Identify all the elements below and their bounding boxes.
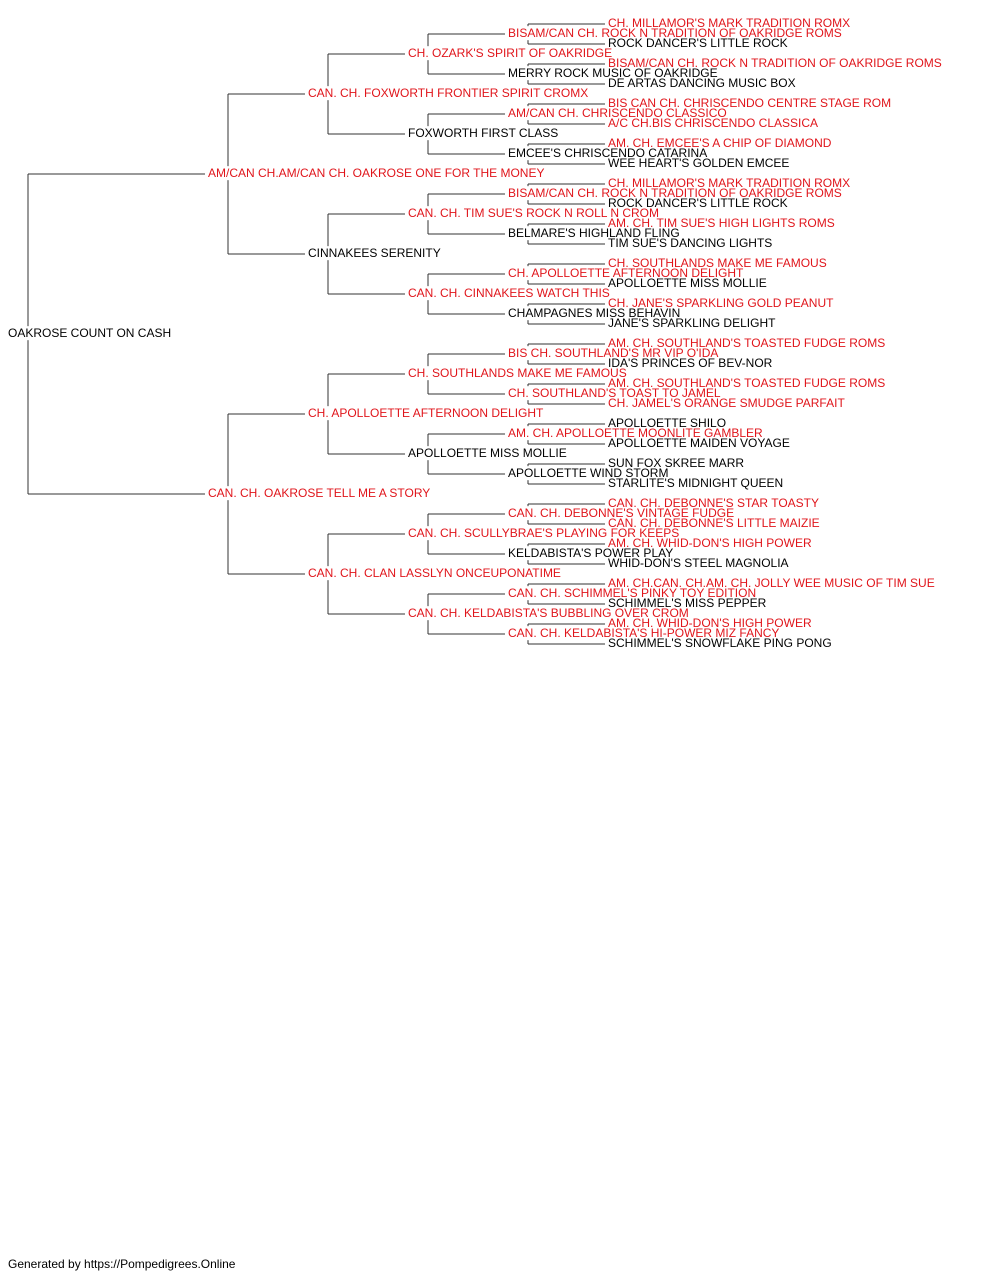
ancestor-gen4-sire: CH. APOLLOETTE AFTERNOON DELIGHT (508, 266, 744, 280)
label-backdrop (407, 446, 568, 461)
ancestor-gen1-sire: AM/CAN CH.AM/CAN CH. OAKROSE ONE FOR THE… (208, 166, 544, 180)
label-backdrop (407, 206, 660, 221)
ancestor-gen4-dam: APOLLOETTE WIND STORM (508, 466, 668, 480)
label-backdrop (207, 166, 546, 181)
ancestor-gen5-dam: DE ARTAS DANCING MUSIC BOX (608, 76, 796, 90)
ancestor-gen4-dam: CAN. CH. KELDABISTA'S HI-POWER MIZ FANCY (508, 626, 779, 640)
ancestor-gen3-sire: CAN. CH. TIM SUE'S ROCK N ROLL N CROM (408, 206, 659, 220)
ancestor-gen4-sire: AM/CAN CH. CHRISCENDO CLASSICO (508, 106, 727, 120)
ancestor-gen5-sire: AM. CH. TIM SUE'S HIGH LIGHTS ROMS (608, 216, 835, 230)
ancestor-gen4-dam: MERRY ROCK MUSIC OF OAKRIDGE (508, 66, 718, 80)
ancestor-gen3-dam: CAN. CH. CINNAKEES WATCH THIS (408, 286, 610, 300)
ancestor-gen5-sire: CH. MILLAMOR'S MARK TRADITION ROMX (608, 176, 850, 190)
ancestor-gen5-dam: IDA'S PRINCES OF BEV-NOR (608, 356, 773, 370)
ancestor-gen5-dam: STARLITE'S MIDNIGHT QUEEN (608, 476, 783, 490)
ancestor-gen4-sire: AM. CH. APOLLOETTE MOONLITE GAMBLER (508, 426, 763, 440)
label-backdrop (407, 366, 628, 381)
label-backdrop (507, 306, 682, 321)
label-backdrop (507, 186, 843, 201)
ancestor-gen5-dam: APOLLOETTE MISS MOLLIE (608, 276, 767, 290)
label-backdrop (507, 586, 758, 601)
ancestor-gen5-dam: WEE HEART'S GOLDEN EMCEE (608, 156, 789, 170)
ancestor-gen3-sire: CH. SOUTHLANDS MAKE ME FAMOUS (408, 366, 627, 380)
label-backdrop (507, 626, 781, 641)
ancestor-gen4-sire: CAN. CH. DEBONNE'S VINTAGE FUDGE (508, 506, 734, 520)
label-backdrop (407, 606, 690, 621)
ancestor-gen5-dam: ROCK DANCER'S LITTLE ROCK (608, 36, 788, 50)
ancestor-gen5-sire: BISAM/CAN CH. ROCK N TRADITION OF OAKRID… (608, 56, 942, 70)
ancestor-gen3-sire: CH. OZARK'S SPIRIT OF OAKRIDGE (408, 46, 612, 60)
ancestor-gen5-dam: JANE'S SPARKLING DELIGHT (608, 316, 776, 330)
ancestor-gen5-dam: A/C CH.BIS CHRISCENDO CLASSICA (608, 116, 818, 130)
label-backdrop (507, 546, 675, 561)
label-backdrop (407, 126, 560, 141)
label-backdrop (507, 346, 720, 361)
ancestor-gen5-sire: AM. CH. WHID-DON'S HIGH POWER (608, 616, 812, 630)
ancestor-gen5-sire: SUN FOX SKREE MARR (608, 456, 744, 470)
ancestor-gen5-dam: APOLLOETTE MAIDEN VOYAGE (608, 436, 790, 450)
ancestor-gen5-sire: CH. MILLAMOR'S MARK TRADITION ROMX (608, 16, 850, 30)
label-backdrop (507, 146, 709, 161)
ancestor-gen2-dam: CAN. CH. CLAN LASSLYN ONCEUPONATIME (308, 566, 561, 580)
ancestor-gen5-sire: APOLLOETTE SHILO (608, 416, 726, 430)
label-backdrop (307, 566, 562, 581)
ancestor-gen4-sire: CAN. CH. SCHIMMEL'S PINKY TOY EDITION (508, 586, 756, 600)
ancestor-gen3-dam: FOXWORTH FIRST CLASS (408, 126, 558, 140)
ancestor-gen4-sire: BIS CH. SOUTHLAND'S MR VIP O'IDA (508, 346, 718, 360)
ancestor-gen4-dam: CHAMPAGNES MISS BEHAVIN (508, 306, 680, 320)
ancestor-gen5-dam: SCHIMMEL'S MISS PEPPER (608, 596, 767, 610)
label-backdrop (307, 86, 590, 101)
ancestor-gen5-sire: AM. CH. SOUTHLAND'S TOASTED FUDGE ROMS (608, 376, 885, 390)
ancestor-gen4-dam: EMCEE'S CHRISCENDO CATARINA (508, 146, 707, 160)
ancestor-gen5-sire: CH. SOUTHLANDS MAKE ME FAMOUS (608, 256, 827, 270)
ancestor-gen5-dam: SCHIMMEL'S SNOWFLAKE PING PONG (608, 636, 832, 650)
pedigree-names: OAKROSE COUNT ON CASH AM/CAN CH.AM/CAN C… (7, 16, 943, 651)
ancestor-gen4-dam: KELDABISTA'S POWER PLAY (508, 546, 673, 560)
label-backdrop (507, 466, 670, 481)
label-backdrop (507, 106, 728, 121)
label-backdrop (507, 426, 765, 441)
label-backdrop (307, 406, 546, 421)
ancestor-gen5-dam: ROCK DANCER'S LITTLE ROCK (608, 196, 788, 210)
ancestor-gen5-dam: TIM SUE'S DANCING LIGHTS (608, 236, 772, 250)
ancestor-gen5-sire: CH. JANE'S SPARKLING GOLD PEANUT (608, 296, 834, 310)
label-backdrop (507, 506, 736, 521)
ancestor-gen5-dam: CH. JAMEL'S ORANGE SMUDGE PARFAIT (608, 396, 845, 410)
ancestor-gen3-dam: CAN. CH. KELDABISTA'S BUBBLING OVER CROM (408, 606, 689, 620)
label-backdrop (207, 486, 432, 501)
ancestor-gen4-dam: CH. SOUTHLAND'S TOAST TO JAMEL (508, 386, 721, 400)
ancestor-gen5-sire: AM. CH.CAN. CH.AM. CH. JOLLY WEE MUSIC O… (608, 576, 935, 590)
ancestor-gen2-dam: CINNAKEES SERENITY (308, 246, 441, 260)
ancestor-gen5-sire: CAN. CH. DEBONNE'S STAR TOASTY (608, 496, 819, 510)
ancestor-gen2-sire: CH. APOLLOETTE AFTERNOON DELIGHT (308, 406, 544, 420)
ancestor-gen4-sire: BISAM/CAN CH. ROCK N TRADITION OF OAKRID… (508, 26, 842, 40)
generated-by-footer: Generated by https://Pompedigrees.Online (8, 1257, 236, 1271)
label-backdrop (407, 46, 614, 61)
label-backdrop (407, 526, 681, 541)
ancestor-gen3-dam: APOLLOETTE MISS MOLLIE (408, 446, 567, 460)
ancestor-gen2-sire: CAN. CH. FOXWORTH FRONTIER SPIRIT CROMX (308, 86, 588, 100)
label-backdrop (507, 66, 719, 81)
label-backdrop (7, 326, 173, 341)
ancestor-gen4-dam: BELMARE'S HIGHLAND FLING (508, 226, 680, 240)
ancestor-gen5-sire: AM. CH. WHID-DON'S HIGH POWER (608, 536, 812, 550)
label-backdrop (307, 246, 442, 261)
ancestor-gen5-sire: BIS CAN CH. CHRISCENDO CENTRE STAGE ROM (608, 96, 891, 110)
ancestor-gen5-sire: AM. CH. EMCEE'S A CHIP OF DIAMOND (608, 136, 832, 150)
ancestor-gen1-dam: CAN. CH. OAKROSE TELL ME A STORY (208, 486, 430, 500)
label-backdrop (507, 26, 843, 41)
label-backdrop (507, 266, 746, 281)
subject-name: OAKROSE COUNT ON CASH (8, 326, 171, 340)
ancestor-gen4-sire: BISAM/CAN CH. ROCK N TRADITION OF OAKRID… (508, 186, 842, 200)
ancestor-gen5-dam: WHID-DON'S STEEL MAGNOLIA (608, 556, 789, 570)
label-backdrop (407, 286, 611, 301)
ancestor-gen5-sire: AM. CH. SOUTHLAND'S TOASTED FUDGE ROMS (608, 336, 885, 350)
label-backdrop (507, 226, 681, 241)
ancestor-gen5-dam: CAN. CH. DEBONNE'S LITTLE MAIZIE (608, 516, 820, 530)
ancestor-gen3-sire: CAN. CH. SCULLYBRAE'S PLAYING FOR KEEPS (408, 526, 679, 540)
label-backdrop (507, 386, 722, 401)
